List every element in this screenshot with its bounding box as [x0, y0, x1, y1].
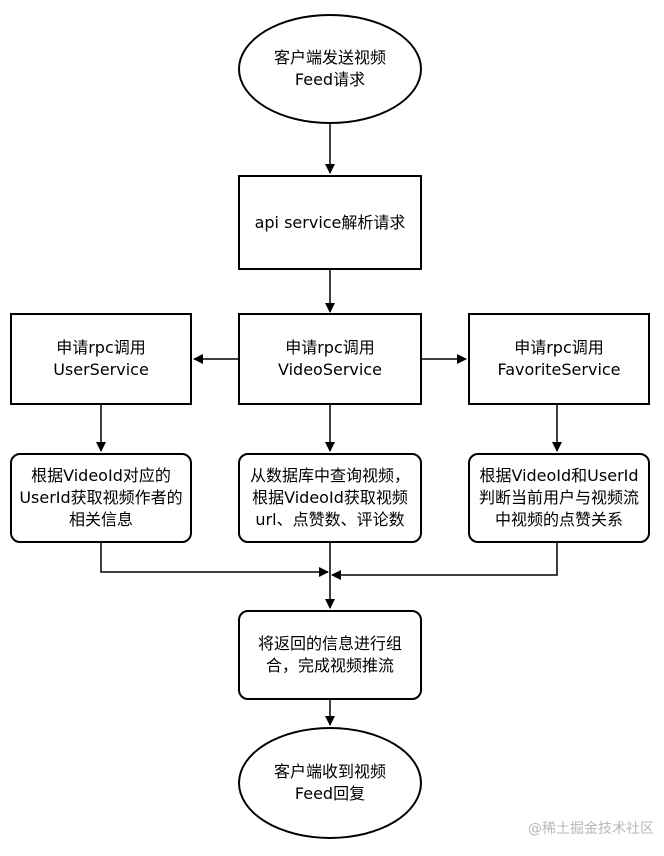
end-node-label: 客户端收到视频Feed回复: [273, 762, 386, 803]
rpc-video-service-node: 申请rpc调用 VideoService: [238, 313, 422, 405]
rpc-user-service-node: 申请rpc调用 UserService: [10, 313, 192, 405]
user-info-label: 根据VideoId对应的UserId获取视频作者的相关信息: [19, 466, 183, 529]
arrow-fav-to-merge: [331, 543, 558, 580]
arrow-user-to-merge: [100, 543, 329, 577]
combine-label: 将返回的信息进行组合，完成视频推流: [257, 634, 402, 675]
api-service-node: api service解析请求: [238, 175, 422, 270]
video-query-label: 从数据库中查询视频，根据VideoId获取视频url、点赞数、评论数: [249, 466, 410, 529]
rpc-favorite-service-label: 申请rpc调用 FavoriteService: [497, 338, 621, 379]
rpc-user-service-label: 申请rpc调用 UserService: [53, 338, 149, 379]
rpc-favorite-service-node: 申请rpc调用 FavoriteService: [468, 313, 650, 405]
combine-node: 将返回的信息进行组合，完成视频推流: [238, 610, 422, 700]
watermark: @稀土掘金技术社区: [528, 821, 654, 837]
end-node: 客户端收到视频Feed回复: [238, 727, 422, 839]
start-node-label: 客户端发送视频Feed请求: [273, 48, 386, 89]
rpc-video-service-label: 申请rpc调用 VideoService: [278, 338, 382, 379]
favorite-check-node: 根据VideoId和UserId判断当前用户与视频流中视频的点赞关系: [468, 453, 650, 543]
start-node: 客户端发送视频Feed请求: [238, 14, 422, 124]
favorite-check-label: 根据VideoId和UserId判断当前用户与视频流中视频的点赞关系: [478, 466, 639, 529]
video-query-node: 从数据库中查询视频，根据VideoId获取视频url、点赞数、评论数: [238, 453, 422, 543]
api-service-label: api service解析请求: [254, 212, 406, 232]
user-info-node: 根据VideoId对应的UserId获取视频作者的相关信息: [10, 453, 192, 543]
